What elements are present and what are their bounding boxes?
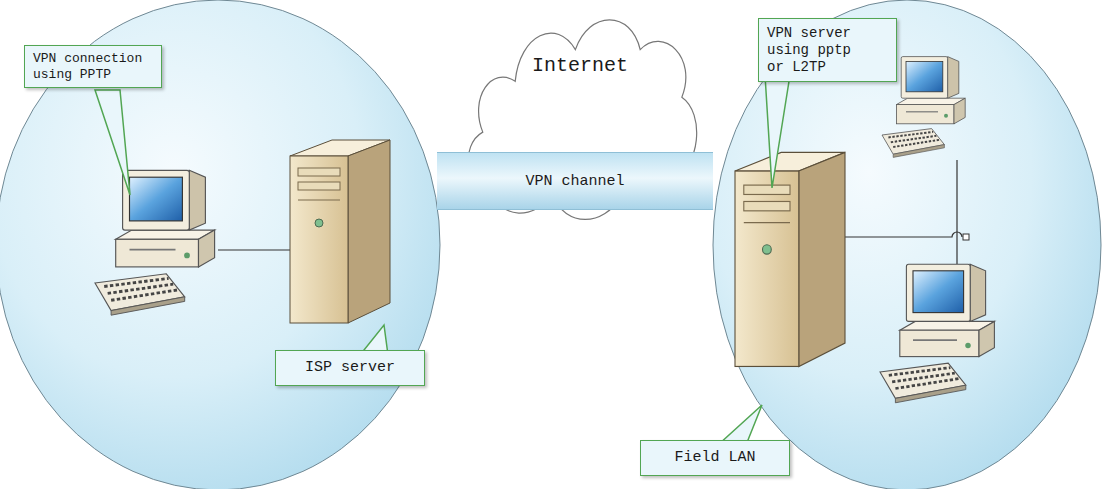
node-text: VPN channel <box>525 173 624 190</box>
callout-pointer <box>718 405 762 445</box>
callout-box: Field LAN <box>640 440 790 476</box>
callout-pointer <box>95 90 130 195</box>
callout-box: VPN server using pptp or L2TP <box>758 18 897 82</box>
lan-computer <box>880 264 994 403</box>
node-text: ISP server <box>305 359 395 377</box>
network-wire <box>956 160 957 264</box>
node-text: VPN server using pptp or L2TP <box>767 25 868 75</box>
network-wire <box>218 249 292 250</box>
vpn-server <box>735 152 845 366</box>
vpn-channel-band: VPN channel <box>437 152 713 210</box>
callout-pointer <box>765 75 790 188</box>
isp-server <box>290 140 390 323</box>
node-text: Internet <box>532 54 628 77</box>
site-region <box>0 0 440 489</box>
network-wire <box>845 232 962 237</box>
node-text: Field LAN <box>674 449 755 467</box>
wire-junction <box>963 234 969 240</box>
site-region <box>713 0 1101 489</box>
callout-box: ISP server <box>275 350 425 386</box>
callout-box: VPN connection using PPTP <box>24 45 162 88</box>
client-computer <box>95 170 215 315</box>
node-text: VPN connection using PPTP <box>33 51 153 82</box>
